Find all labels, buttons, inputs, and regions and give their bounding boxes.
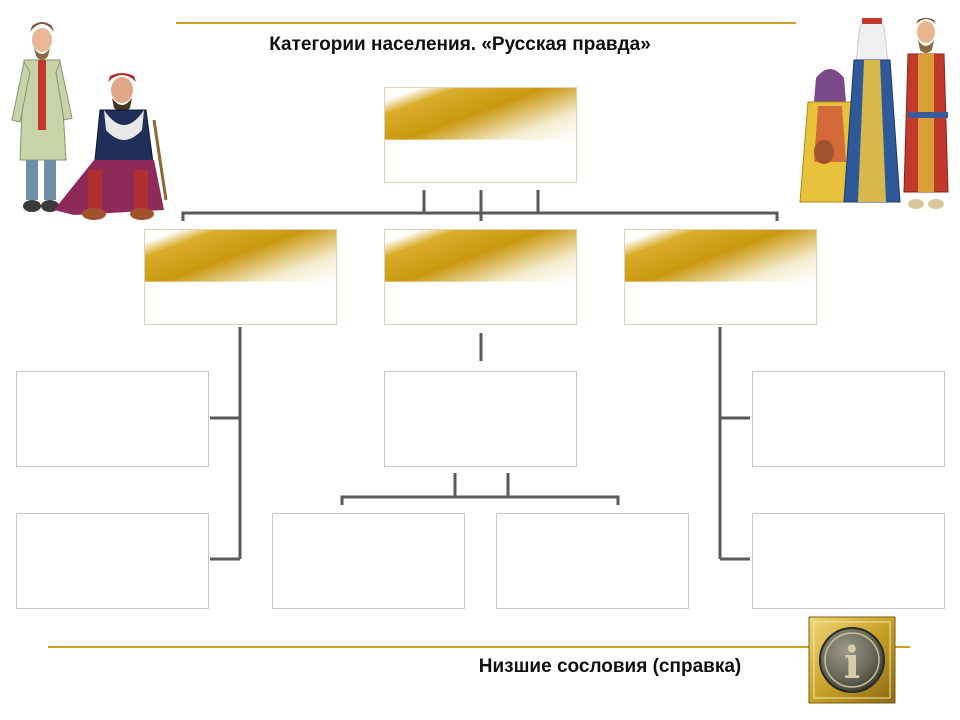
lower-right-box-2 xyxy=(752,513,945,609)
medieval-men-illustration xyxy=(11,22,168,220)
medieval-family-illustration xyxy=(799,18,949,209)
info-button[interactable]: i xyxy=(808,616,896,704)
top-category-box xyxy=(384,87,577,183)
middle-category-box-center xyxy=(384,229,577,325)
info-icon: i xyxy=(808,616,896,704)
page-title: Категории населения. «Русская правда» xyxy=(269,34,651,55)
lower-right-box-1 xyxy=(752,371,945,467)
middle-category-box-left xyxy=(144,229,337,325)
center-child-box-left xyxy=(272,513,465,609)
center-box xyxy=(384,371,577,467)
lower-left-box-2 xyxy=(16,513,209,609)
center-child-box-right xyxy=(496,513,689,609)
lower-left-box-1 xyxy=(16,371,209,467)
top-rule xyxy=(176,22,796,24)
middle-category-box-right xyxy=(624,229,817,325)
svg-text:i: i xyxy=(844,638,861,689)
bottom-rule xyxy=(48,646,910,648)
lower-estates-reference-link[interactable]: Низшие сословия (справка) xyxy=(478,656,742,677)
